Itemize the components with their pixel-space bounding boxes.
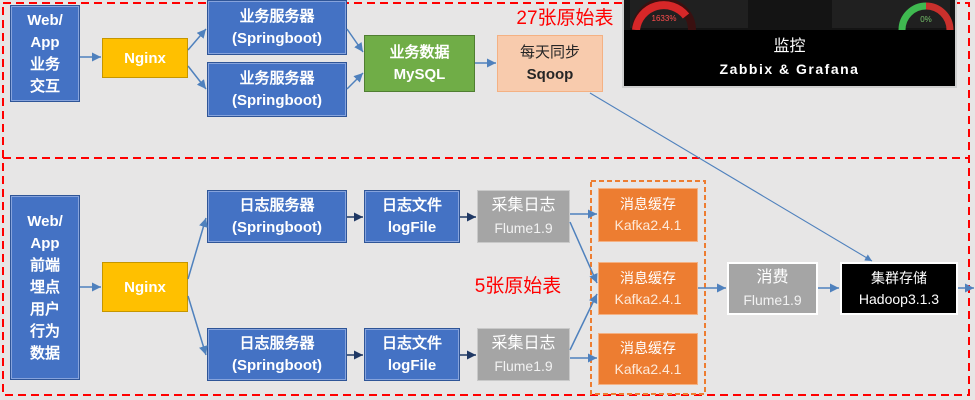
kafka-subtitle: Kafka2.4.1 <box>614 217 682 233</box>
flume-collector-box-2: 采集日志 Flume1.9 <box>477 328 570 381</box>
database-title: 业务数据 <box>389 43 450 61</box>
kafka-title: 消息缓存 <box>620 269 676 286</box>
left-gauge-arc-icon <box>632 1 690 30</box>
log-file-title: 日志文件 <box>381 196 442 214</box>
consumer-subtitle: Flume1.9 <box>743 291 802 308</box>
collector-subtitle: Flume1.9 <box>494 357 553 374</box>
mysql-box: 业务数据 MySQL <box>364 35 475 92</box>
log-server-box-1: 日志服务器 (Springboot) <box>207 190 347 243</box>
log-file-subtitle: logFile <box>387 356 437 374</box>
log-table-count-note: 5张原始表 <box>474 276 562 297</box>
kafka-box-2: 消息缓存 Kafka2.4.1 <box>598 262 698 315</box>
log-nginx-box: Nginx <box>102 262 188 312</box>
source-line: 前端 <box>29 256 60 274</box>
source-line: 用户 <box>29 300 60 318</box>
right-gauge-arc-green-icon <box>898 2 927 30</box>
source-line: App <box>30 234 60 252</box>
kafka-title: 消息缓存 <box>620 196 676 212</box>
log-server-subtitle: (Springboot) <box>232 218 322 236</box>
server-subtitle: (Springboot) <box>232 91 322 109</box>
pipeline-boundary <box>2 2 970 396</box>
sync-title: 每天同步 <box>519 43 580 61</box>
source-line: Web/ <box>27 11 63 29</box>
source-line: 交互 <box>29 77 60 95</box>
database-subtitle: MySQL <box>393 65 446 83</box>
log-server-box-2: 日志服务器 (Springboot) <box>207 328 347 381</box>
dashboard-preview-strip: 1633% 0% <box>624 0 955 30</box>
collector-title: 采集日志 <box>491 334 556 352</box>
kafka-subtitle: Kafka2.4.1 <box>614 290 682 307</box>
storage-subtitle: Hadoop3.1.3 <box>858 290 940 307</box>
sqoop-box: 每天同步 Sqoop <box>497 35 603 92</box>
log-source-box: Web/ App 前端 埋点 用户 行为 数据 <box>10 195 80 380</box>
right-gauge-arc-red-icon <box>925 2 954 30</box>
collector-subtitle: Flume1.9 <box>494 219 553 236</box>
kafka-title: 消息缓存 <box>620 340 676 356</box>
monitoring-panel: 1633% 0% 监控 Zabbix & Grafana <box>622 0 957 88</box>
business-server-box-2: 业务服务器 (Springboot) <box>207 62 347 117</box>
source-line: 埋点 <box>29 278 60 296</box>
flume-collector-box-1: 采集日志 Flume1.9 <box>477 190 570 243</box>
server-title: 业务服务器 <box>239 7 315 25</box>
sync-subtitle: Sqoop <box>526 65 574 83</box>
collector-title: 采集日志 <box>491 196 556 214</box>
log-file-box-1: 日志文件 logFile <box>364 190 460 243</box>
source-line: Web/ <box>27 212 63 230</box>
flume-consumer-box: 消费 Flume1.9 <box>727 262 818 315</box>
kafka-box-3: 消息缓存 Kafka2.4.1 <box>598 333 698 385</box>
source-line: 数据 <box>29 344 60 362</box>
server-title: 业务服务器 <box>239 69 315 87</box>
log-file-box-2: 日志文件 logFile <box>364 328 460 381</box>
hadoop-storage-box: 集群存储 Hadoop3.1.3 <box>840 262 958 315</box>
kafka-subtitle: Kafka2.4.1 <box>614 361 682 377</box>
server-subtitle: (Springboot) <box>232 29 322 47</box>
monitoring-title: 监控 <box>773 38 806 55</box>
consumer-title: 消费 <box>756 268 789 286</box>
left-gauge-readout: 1633% <box>652 14 677 23</box>
log-file-subtitle: logFile <box>387 218 437 236</box>
source-line: App <box>30 33 60 51</box>
monitoring-label: 监控 Zabbix & Grafana <box>624 36 955 80</box>
source-line: 行为 <box>29 322 60 340</box>
source-line: 业务 <box>29 55 60 73</box>
business-table-count-note: 27张原始表 <box>516 8 614 29</box>
business-nginx-box: Nginx <box>102 38 188 78</box>
nginx-label: Nginx <box>124 278 166 296</box>
log-server-title: 日志服务器 <box>239 196 315 214</box>
log-server-title: 日志服务器 <box>239 334 315 352</box>
storage-title: 集群存储 <box>871 269 927 286</box>
log-file-title: 日志文件 <box>381 334 442 352</box>
right-gauge-readout: 0% <box>920 15 932 24</box>
business-source-box: Web/ App 业务 交互 <box>10 5 80 102</box>
nginx-label: Nginx <box>124 49 166 67</box>
log-server-subtitle: (Springboot) <box>232 356 322 374</box>
monitoring-subtitle: Zabbix & Grafana <box>719 61 860 77</box>
kafka-box-1: 消息缓存 Kafka2.4.1 <box>598 188 698 242</box>
business-server-box-1: 业务服务器 (Springboot) <box>207 0 347 55</box>
